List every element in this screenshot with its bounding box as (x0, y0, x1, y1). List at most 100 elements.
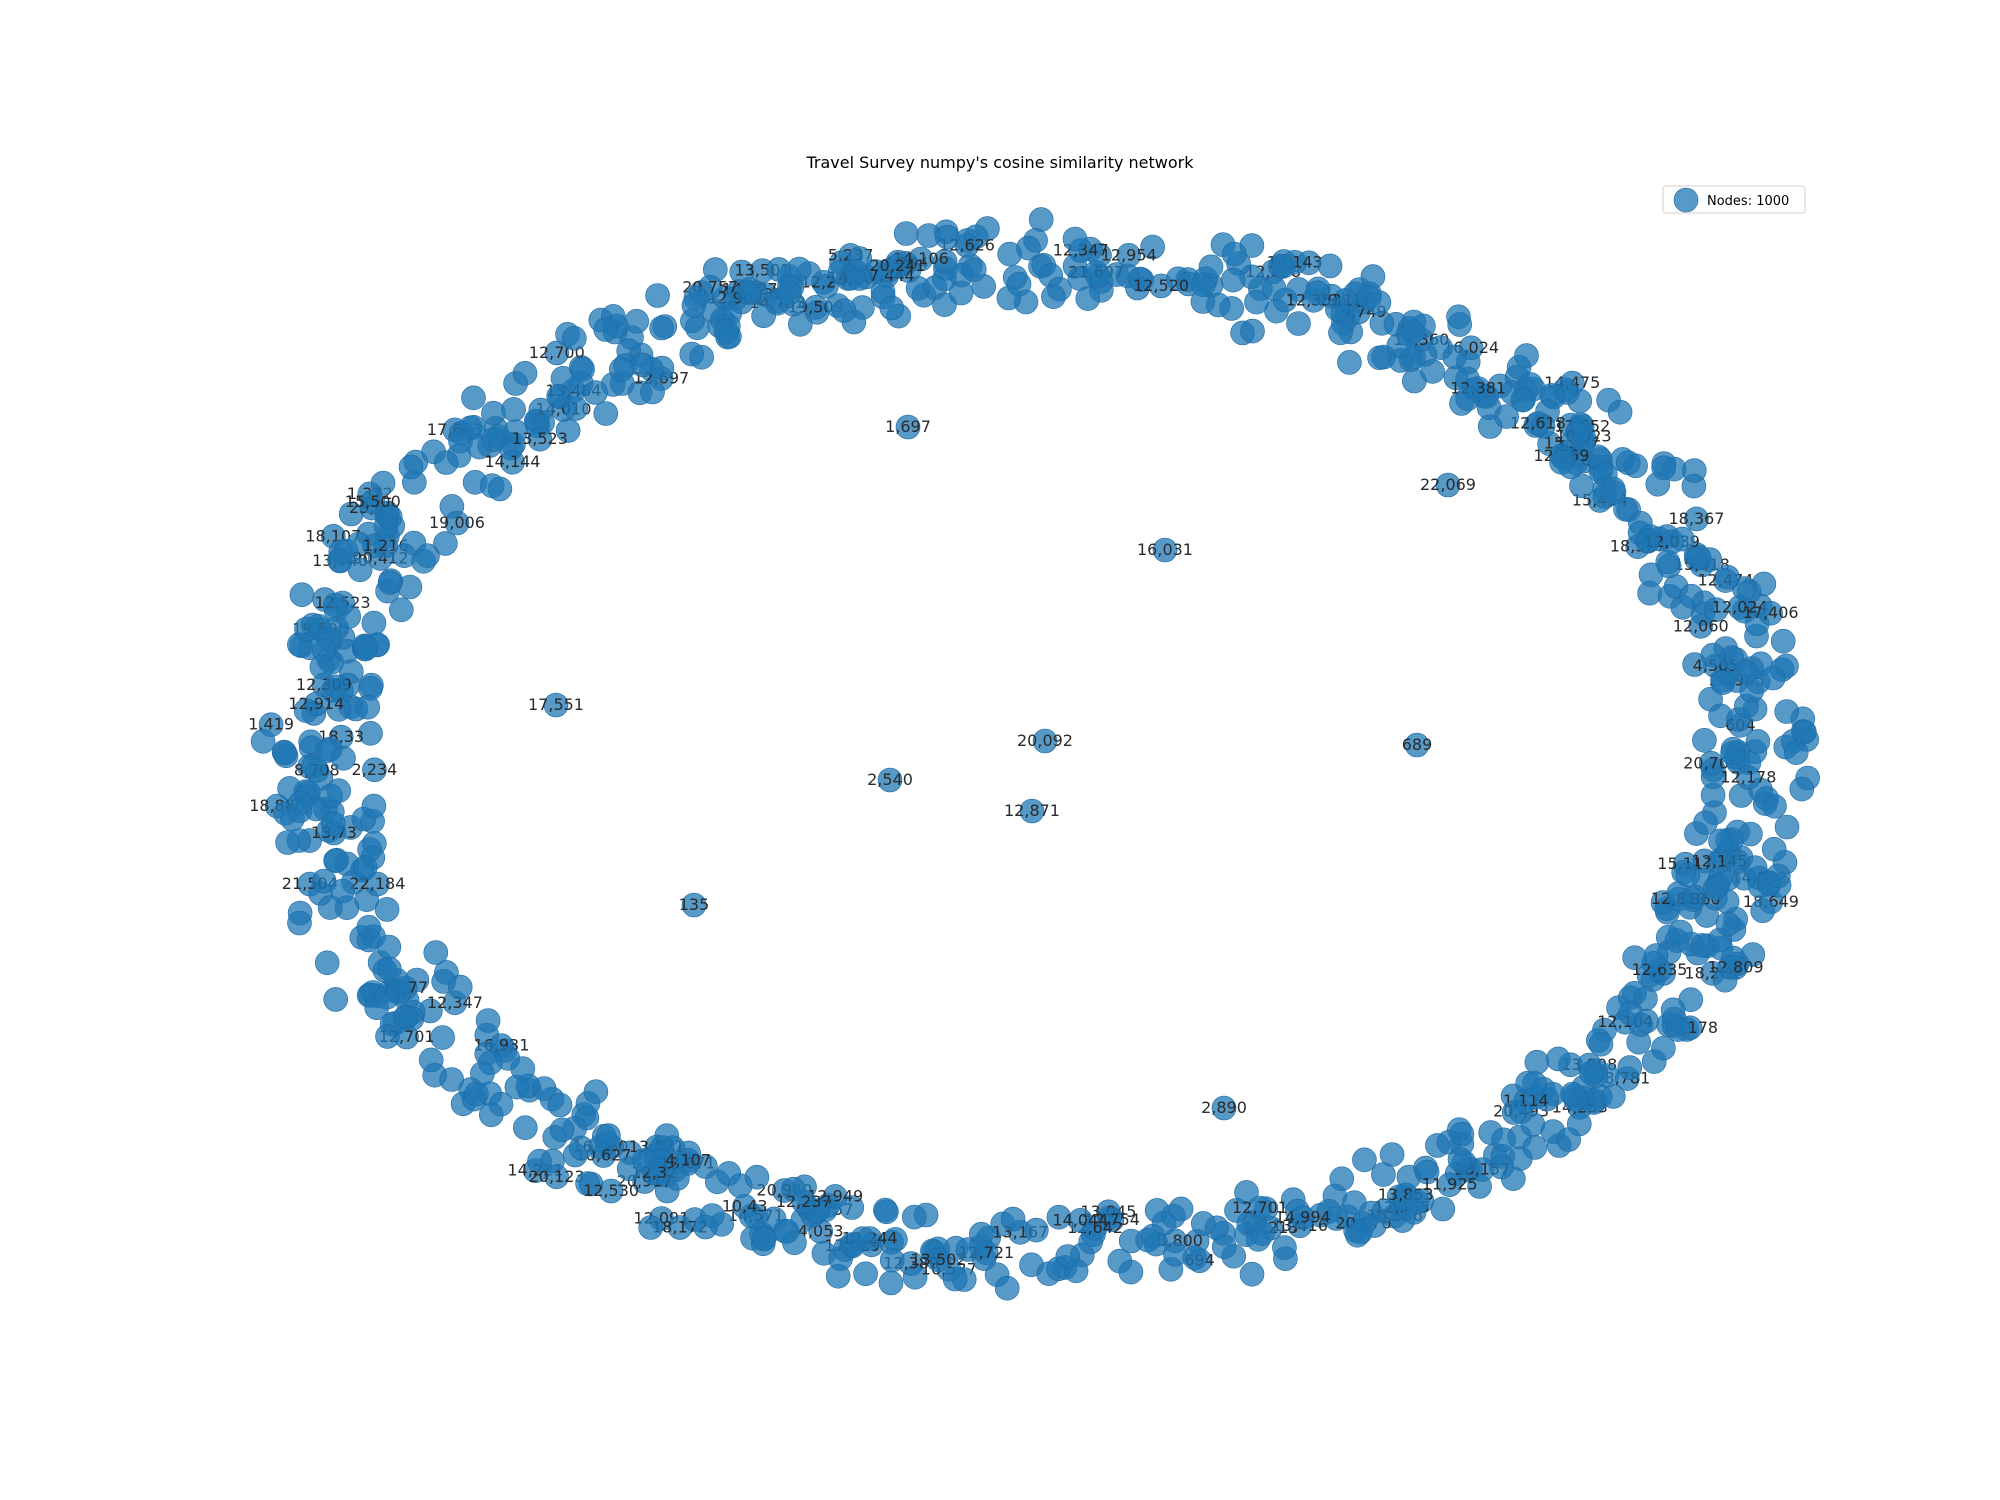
network-node (1549, 449, 1574, 475)
network-node (1617, 1055, 1643, 1080)
network-node (323, 987, 349, 1012)
network-node (751, 303, 776, 329)
network-node (1761, 665, 1786, 691)
network-node (1000, 1206, 1026, 1232)
network-node (1191, 1211, 1216, 1236)
network-node (287, 910, 312, 936)
network-node (689, 344, 715, 370)
network-node (377, 956, 402, 982)
network-node (1682, 458, 1707, 483)
network-node (570, 356, 595, 382)
network-node (1325, 296, 1350, 322)
network-node (1342, 1190, 1367, 1215)
network-node (374, 984, 400, 1010)
network-node (528, 397, 554, 423)
network-node (1222, 241, 1247, 267)
network-node (481, 400, 506, 426)
network-node (1789, 776, 1815, 802)
network-node (583, 380, 608, 405)
network-node (324, 847, 349, 873)
network-node (1715, 911, 1741, 937)
network-node (1684, 506, 1709, 532)
network-node (1712, 967, 1738, 993)
network-node-label: 12,520 (1133, 276, 1189, 295)
network-node (423, 940, 449, 965)
network-node (433, 531, 458, 556)
network-node-label: 135 (679, 895, 710, 914)
network-node (1766, 863, 1791, 889)
network-node (1560, 1081, 1585, 1107)
network-node (1668, 919, 1693, 945)
network-node-label: 11,925 (1422, 1175, 1478, 1194)
network-node (1727, 595, 1753, 620)
network-node (1750, 898, 1775, 924)
network-node (1635, 528, 1661, 554)
network-node (373, 513, 399, 539)
network-node (546, 383, 572, 409)
network-node-label: 20,241 (870, 256, 926, 275)
network-node-label: 12,024 (1712, 597, 1768, 616)
network-node (1442, 344, 1467, 370)
network-node (1703, 875, 1728, 901)
network-node (841, 309, 867, 335)
network-node (1328, 320, 1353, 346)
network-node (1240, 318, 1265, 344)
network-node (388, 597, 414, 623)
network-node (361, 793, 387, 819)
network-node (1191, 272, 1216, 298)
network-node (1494, 404, 1519, 429)
network-node-label: 20,092 (1017, 731, 1073, 750)
network-node (1522, 1135, 1548, 1160)
network-node (1435, 472, 1461, 498)
network-node (398, 454, 424, 480)
network-node (1675, 862, 1701, 888)
network-node (667, 1215, 693, 1240)
network-node (512, 1115, 538, 1140)
network-node (727, 1173, 753, 1198)
network-node (333, 538, 359, 564)
network-node (1247, 1195, 1273, 1221)
network-node (1286, 311, 1311, 336)
network-node (713, 318, 739, 344)
network-node (527, 426, 553, 452)
network-node (1552, 377, 1578, 403)
network-node (1524, 1049, 1550, 1075)
network-node (1379, 1142, 1405, 1167)
network-node (318, 783, 343, 809)
network-node (1637, 580, 1662, 606)
network-node (908, 246, 934, 272)
network-node (1437, 1172, 1462, 1197)
network-node (1710, 670, 1736, 695)
network-node (314, 950, 340, 976)
network-node (640, 379, 665, 405)
network-node (895, 414, 921, 440)
network-node (1489, 1154, 1514, 1180)
network-node (645, 283, 670, 308)
network-node (1546, 1046, 1571, 1072)
network-node (955, 1237, 981, 1262)
network-node (421, 439, 446, 465)
network-node (994, 1275, 1020, 1301)
network-node-label: 10,43 (722, 1196, 768, 1215)
network-node-label: 12,178 (1720, 768, 1776, 787)
network-node (1700, 642, 1726, 668)
legend-label: Nodes: 1000 (1707, 194, 1789, 209)
network-node-label: 12,954 (1101, 245, 1157, 264)
network-node (1514, 343, 1539, 368)
network-node (543, 692, 569, 718)
network-node (447, 974, 473, 1000)
network-node (568, 1135, 594, 1161)
network-node (461, 385, 486, 411)
network-node (544, 340, 570, 366)
network-node (439, 1067, 465, 1092)
network-node (878, 1270, 904, 1296)
network-node (1272, 1235, 1297, 1260)
network-node (701, 298, 727, 324)
network-node-label: 22,069 (1420, 475, 1476, 494)
network-node (1720, 740, 1745, 766)
network-node (1016, 235, 1041, 261)
network-node (1024, 1217, 1049, 1243)
network-node (1290, 1205, 1315, 1230)
network-node-label: 1,697 (885, 417, 931, 436)
network-node (1455, 386, 1480, 412)
